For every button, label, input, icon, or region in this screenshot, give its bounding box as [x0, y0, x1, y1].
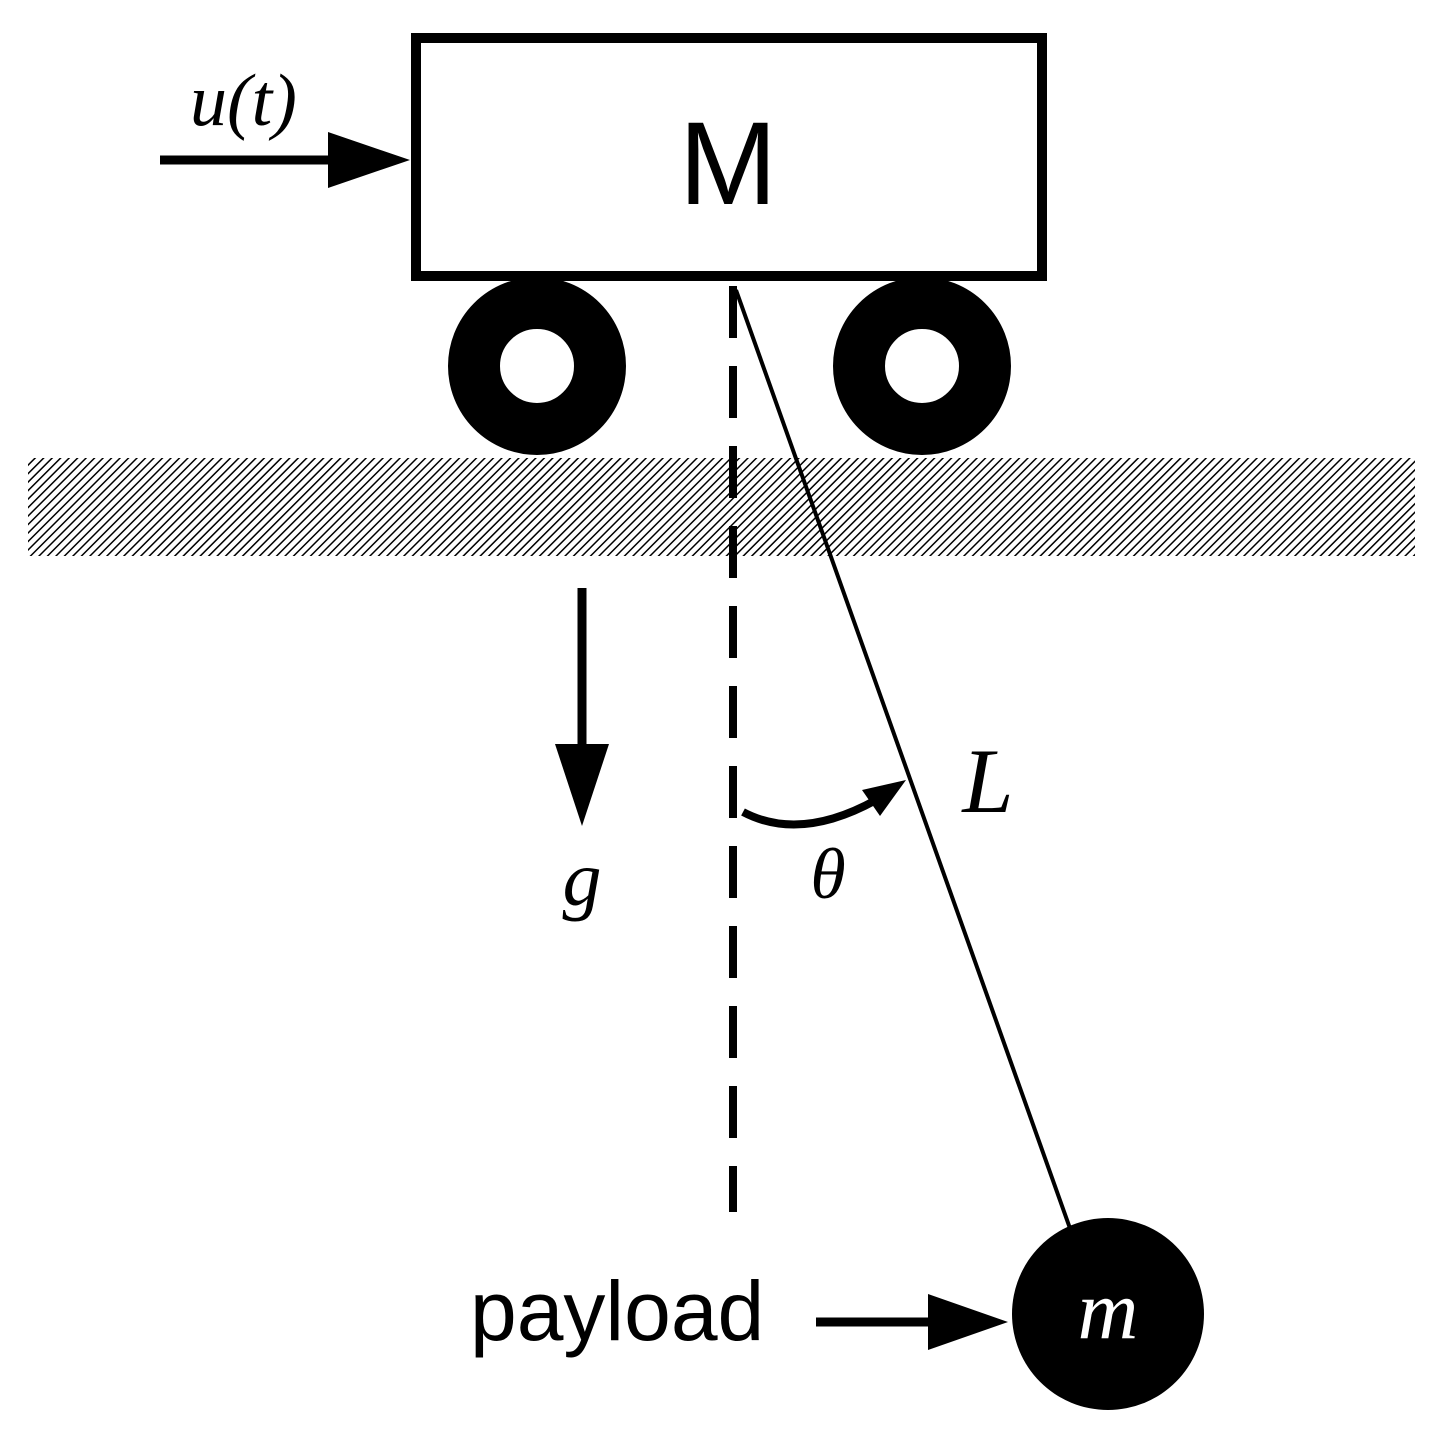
- angle-arc: [741, 796, 878, 829]
- payload-arrowhead: [928, 1294, 1008, 1350]
- angle-label: θ: [810, 834, 845, 914]
- pendulum-rod: [734, 289, 1074, 1235]
- gravity-label: g: [563, 835, 602, 922]
- ground-hatch: [28, 458, 1415, 556]
- right-wheel: [833, 277, 1011, 455]
- left-wheel: [448, 277, 626, 455]
- cart-mass-label: M: [679, 98, 777, 230]
- angle-arrowhead: [862, 780, 906, 816]
- payload-mass-label: m: [1078, 1264, 1139, 1357]
- cart-body: [411, 33, 1047, 281]
- payload-label: payload: [470, 1264, 764, 1358]
- force-label: u(t): [190, 60, 297, 142]
- payload-mass: [1012, 1218, 1204, 1410]
- length-label: L: [960, 730, 1013, 832]
- gravity-arrowhead: [555, 744, 609, 826]
- force-arrowhead: [328, 132, 410, 188]
